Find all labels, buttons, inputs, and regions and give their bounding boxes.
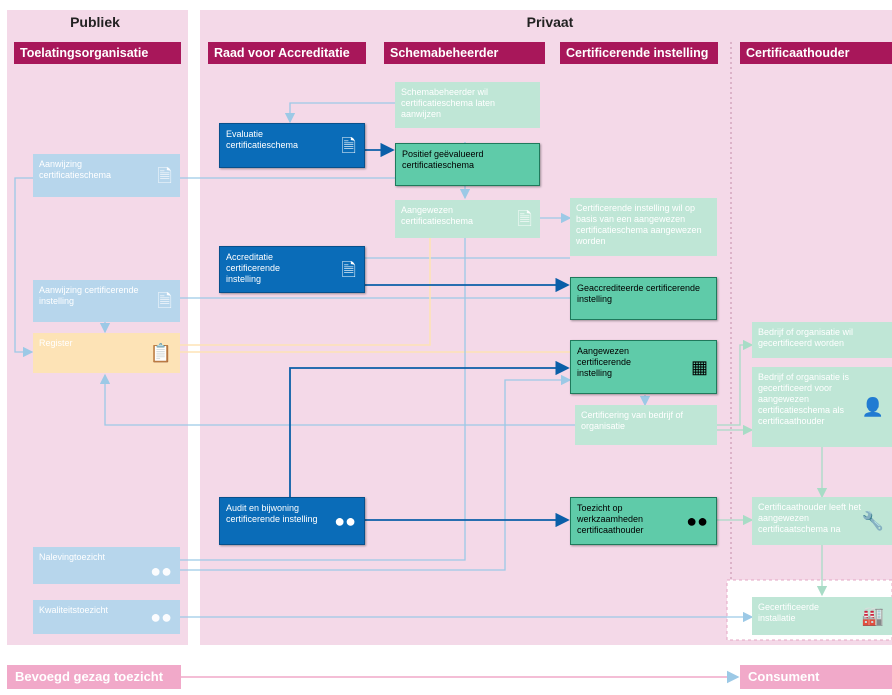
person-check-icon: 👤 [861, 397, 884, 417]
accreditatie-certificerende-instelling-box: Accreditatie certificerende instelling 🗎 [219, 246, 365, 293]
clipboard-icon: 📋 [149, 343, 172, 363]
publiek-zone [7, 10, 188, 645]
privaat-header: Privaat [526, 14, 574, 30]
gecertificeerde-installatie-box: Gecertificeerde installatie 🏭 [752, 597, 892, 635]
document-check-icon: 🗎 [517, 209, 532, 229]
ci-wil-box: Certificerende instelling wil op basis v… [570, 198, 717, 256]
positief-geevalueerd-box: Positief geëvalueerd certificatieschema [395, 143, 540, 186]
bedrijf-is-gecertificeerd-box: Bedrijf of organisatie is gecertificeerd… [752, 367, 892, 447]
publiek-header: Publiek [70, 14, 120, 30]
aangewezen-certificatieschema-box: Aangewezen certificatieschema 🗎 [395, 200, 540, 238]
document-icon: 🗎 [341, 259, 356, 280]
document-icon: 🗎 [341, 135, 356, 156]
factory-icon: 🏭 [861, 606, 884, 626]
column-schemabeheerder: Schemabeheerder [384, 42, 545, 64]
column-toelatingsorganisatie: Toelatingsorganisatie [14, 42, 181, 64]
binoculars-icon: ●● [150, 607, 172, 627]
aanwijzing-certificatieschema-box: Aanwijzing certificatieschema 🗎 [33, 154, 180, 197]
register-box: Register 📋 [33, 333, 180, 373]
column-certificaathouder: Certificaathouder [740, 42, 892, 64]
certificering-box: Certificering van bedrijf of organisatie [575, 405, 717, 445]
geaccrediteerde-ci-box: Geaccrediteerde certificerende instellin… [570, 277, 717, 320]
evaluatie-certificatieschema-box: Evaluatie certificatieschema 🗎 [219, 123, 365, 168]
certificaathouder-leeft-box: Certificaathouder leeft het aangewezen c… [752, 497, 892, 545]
kwaliteitstoezicht-box: Kwaliteitstoezicht ●● [33, 600, 180, 634]
document-icon: 🗎 [157, 165, 172, 186]
tools-icon: 🔧 [861, 511, 884, 531]
column-certificerende-instelling: Certificerende instelling [560, 42, 718, 64]
nalevingtoezicht-box: Nalevingtoezicht ●● [33, 547, 180, 584]
toezicht-werkzaamheden-box: Toezicht op werkzaamheden certificaathou… [570, 497, 717, 545]
schemabeheerder-wil-box: Schemabeheerder wil certificatieschema l… [395, 82, 540, 128]
bevoegd-gezag-toezicht-bar: Bevoegd gezag toezicht [7, 665, 181, 689]
binoculars-icon: ●● [686, 511, 708, 531]
binoculars-icon: ●● [150, 561, 172, 581]
aanwijzing-certificerende-instelling-box: Aanwijzing certificerende instelling 🗎 [33, 280, 180, 322]
document-icon: 🗎 [157, 291, 172, 311]
consument-bar: Consument [740, 665, 892, 689]
binoculars-icon: ●● [334, 511, 356, 531]
audit-bijwoning-box: Audit en bijwoning certificerende instel… [219, 497, 365, 545]
building-check-icon: ▦ [690, 357, 708, 377]
aangewezen-ci-box: Aangewezen certificerende instelling ▦ [570, 340, 717, 394]
bedrijf-wil-box: Bedrijf of organisatie wil gecertificeer… [752, 322, 892, 358]
column-raad-voor-accreditatie: Raad voor Accreditatie [208, 42, 366, 64]
